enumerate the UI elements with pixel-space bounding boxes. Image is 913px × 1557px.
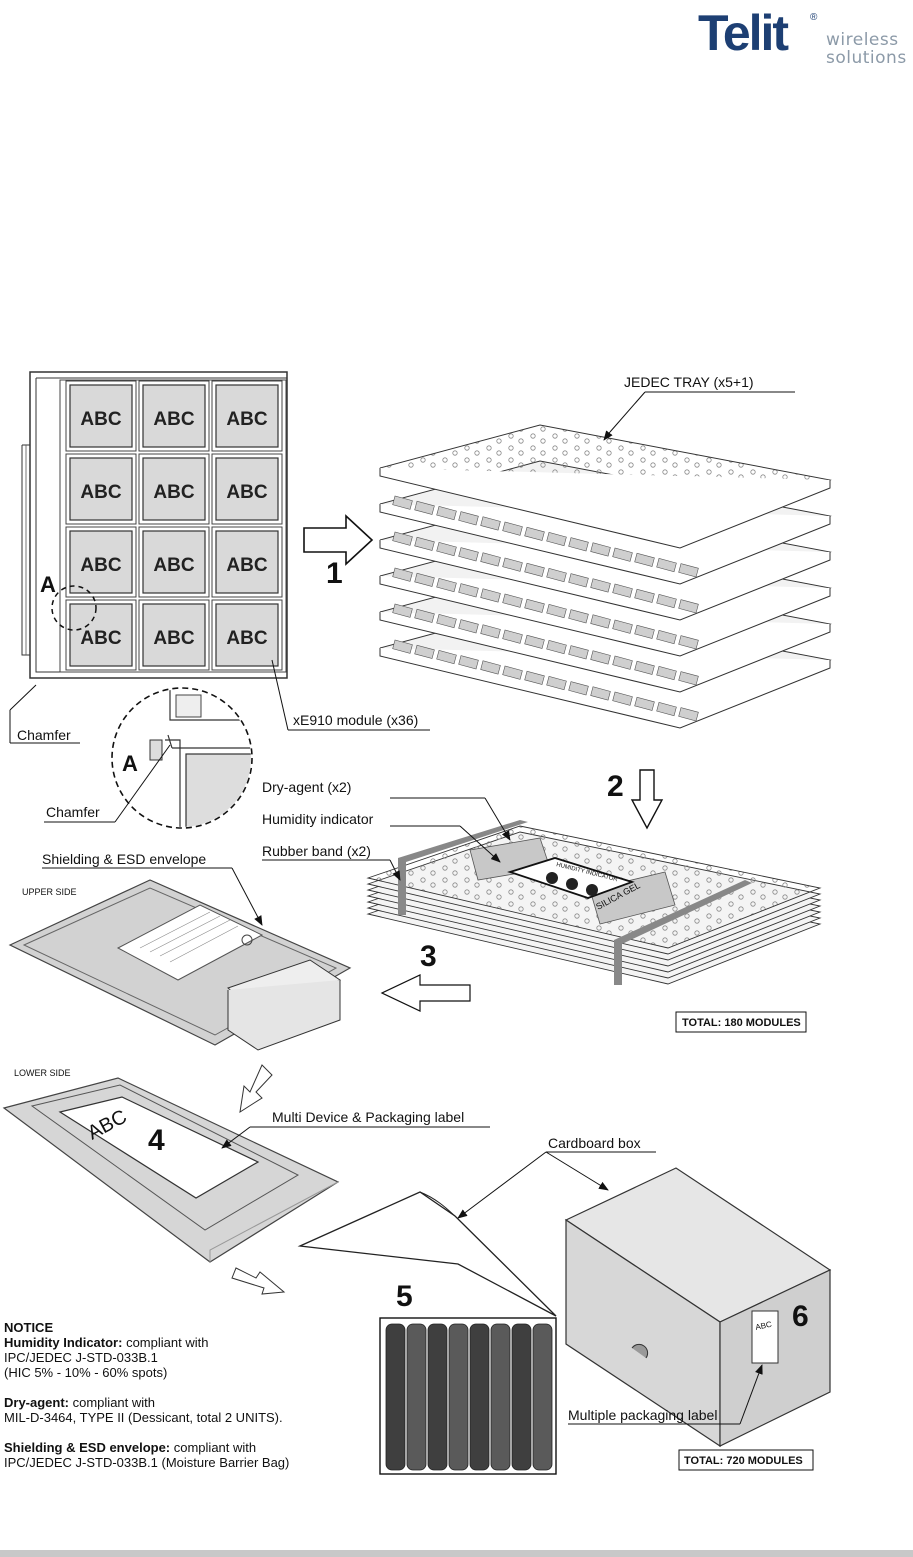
module-cell: ABC bbox=[138, 599, 210, 671]
module-roll bbox=[511, 1323, 532, 1471]
box-label-abc: ABC bbox=[755, 1320, 773, 1332]
rubber-band-label: Rubber band (x2) bbox=[262, 843, 371, 859]
module-cell: ABC bbox=[65, 453, 137, 525]
detail-letter-a-zoom: A bbox=[122, 751, 138, 776]
humidity-text: compliant with bbox=[122, 1335, 209, 1350]
module-label-abc: ABC bbox=[153, 409, 194, 430]
step-3-number: 3 bbox=[420, 940, 437, 973]
humidity-spots: (HIC 5% - 10% - 60% spots) bbox=[4, 1365, 168, 1380]
step-2-number: 2 bbox=[607, 770, 624, 803]
upper-side-label: UPPER SIDE bbox=[22, 887, 77, 897]
logo-tagline-wireless: wireless bbox=[826, 30, 899, 50]
chamfer-label-1: Chamfer bbox=[17, 727, 71, 743]
notice-heading: NOTICE bbox=[4, 1320, 54, 1335]
step-1-arrow-icon bbox=[303, 514, 374, 566]
humidity-title: Humidity Indicator: bbox=[4, 1335, 123, 1350]
footer-bar bbox=[0, 1550, 913, 1557]
module-cell: ABC bbox=[65, 380, 137, 452]
module-roll bbox=[490, 1323, 511, 1471]
chamfer-detail: A Chamfer bbox=[44, 687, 253, 829]
jedec-tray-layer bbox=[379, 424, 832, 549]
module-cell: ABC bbox=[138, 380, 210, 452]
module-label-abc: ABC bbox=[80, 555, 121, 576]
shielding-envelope-label: Shielding & ESD envelope bbox=[42, 851, 206, 867]
banded-tray-stack: SILICA GEL HUMIDITY INDICATOR Dry-agent … bbox=[262, 779, 822, 1033]
module-roll bbox=[406, 1323, 427, 1471]
humidity-indicator-label: Humidity indicator bbox=[262, 811, 374, 827]
module-cell: ABC bbox=[211, 380, 283, 452]
detail-letter-a: A bbox=[40, 572, 56, 597]
step-4-arrow-icon bbox=[239, 1064, 273, 1114]
multiple-packaging-label: Multiple packaging label bbox=[568, 1407, 717, 1423]
dry-agent-standard: MIL-D-3464, TYPE II (Dessicant, total 2 … bbox=[4, 1410, 283, 1425]
cardboard-box-label: Cardboard box bbox=[548, 1135, 641, 1151]
shielding-text: compliant with bbox=[170, 1440, 257, 1455]
module-cell: ABC bbox=[211, 526, 283, 598]
logo-tagline-solutions: solutions bbox=[826, 48, 907, 68]
step-2-arrow-icon bbox=[630, 769, 664, 830]
dry-agent-label: Dry-agent (x2) bbox=[262, 779, 351, 795]
module-roll bbox=[427, 1323, 448, 1471]
module-label-abc: ABC bbox=[226, 555, 267, 576]
tray-stack: JEDEC TRAY (x5+1) bbox=[379, 374, 832, 729]
module-label-abc: ABC bbox=[153, 628, 194, 649]
esd-envelope-lower: LOWER SIDE ABC 4 Multi Device & Packagin… bbox=[2, 1068, 490, 1295]
module-cell: ABC bbox=[138, 526, 210, 598]
module-label-abc: ABC bbox=[80, 628, 121, 649]
total-180-modules: TOTAL: 180 MODULES bbox=[682, 1017, 801, 1029]
module-roll bbox=[532, 1323, 553, 1471]
humidity-standard: IPC/JEDEC J-STD-033B.1 bbox=[4, 1350, 158, 1365]
module-label-abc: ABC bbox=[153, 555, 194, 576]
step-5-number: 5 bbox=[396, 1280, 413, 1313]
module-label-abc: ABC bbox=[226, 409, 267, 430]
jedec-tray-top-view: ABC ABC ABC ABC ABC ABC ABC ABC ABC ABC ABC ABC A C… bbox=[9, 371, 430, 744]
multi-device-label: Multi Device & Packaging label bbox=[272, 1109, 464, 1125]
step-6-number: 6 bbox=[792, 1300, 809, 1333]
lower-side-label: LOWER SIDE bbox=[14, 1068, 71, 1078]
module-cell: ABC bbox=[138, 453, 210, 525]
module-cell: ABC bbox=[211, 599, 283, 671]
module-cell: ABC bbox=[211, 453, 283, 525]
module-label-abc: ABC bbox=[226, 482, 267, 503]
esd-envelope-upper: Shielding & ESD envelope UPPER SIDE bbox=[8, 851, 352, 1051]
shielding-standard: IPC/JEDEC J-STD-033B.1 (Moisture Barrier… bbox=[4, 1455, 290, 1470]
logo-registered-mark: ® bbox=[810, 12, 818, 23]
module-roll bbox=[385, 1323, 406, 1471]
module-cell: ABC bbox=[65, 526, 137, 598]
chamfer-label-2: Chamfer bbox=[46, 804, 100, 820]
step-1-number: 1 bbox=[326, 557, 343, 590]
module-grid: ABC ABC ABC ABC ABC ABC ABC ABC ABC ABC ABC ABC bbox=[65, 380, 283, 671]
step-4-number: 4 bbox=[148, 1124, 165, 1157]
module-roll bbox=[469, 1323, 490, 1471]
module-label-abc: ABC bbox=[80, 409, 121, 430]
total-720-modules: TOTAL: 720 MODULES bbox=[684, 1455, 803, 1467]
dry-agent-text: compliant with bbox=[69, 1395, 155, 1410]
jedec-tray-label: JEDEC TRAY (x5+1) bbox=[624, 374, 754, 390]
notice-block: NOTICE Humidity Indicator: compliant wit… bbox=[4, 1320, 334, 1470]
module-cell: ABC bbox=[65, 599, 137, 671]
shielding-title: Shielding & ESD envelope: bbox=[4, 1440, 171, 1455]
step-3-arrow-icon bbox=[380, 974, 471, 1012]
module-label-abc: ABC bbox=[80, 482, 121, 503]
open-cardboard-box: 5 bbox=[297, 1191, 557, 1475]
module-count-label: xE910 module (x36) bbox=[293, 712, 418, 728]
dry-agent-title: Dry-agent: bbox=[4, 1395, 70, 1410]
logo-brand: Telit bbox=[698, 5, 789, 61]
module-label-abc: ABC bbox=[226, 628, 267, 649]
closed-cardboard-box: ABC 6 Cardboard box Multiple packaging l… bbox=[457, 1135, 832, 1471]
module-roll bbox=[448, 1323, 469, 1471]
module-rolls bbox=[385, 1323, 553, 1471]
module-label-abc: ABC bbox=[153, 482, 194, 503]
telit-logo: Telit ® wireless solutions bbox=[696, 4, 908, 68]
